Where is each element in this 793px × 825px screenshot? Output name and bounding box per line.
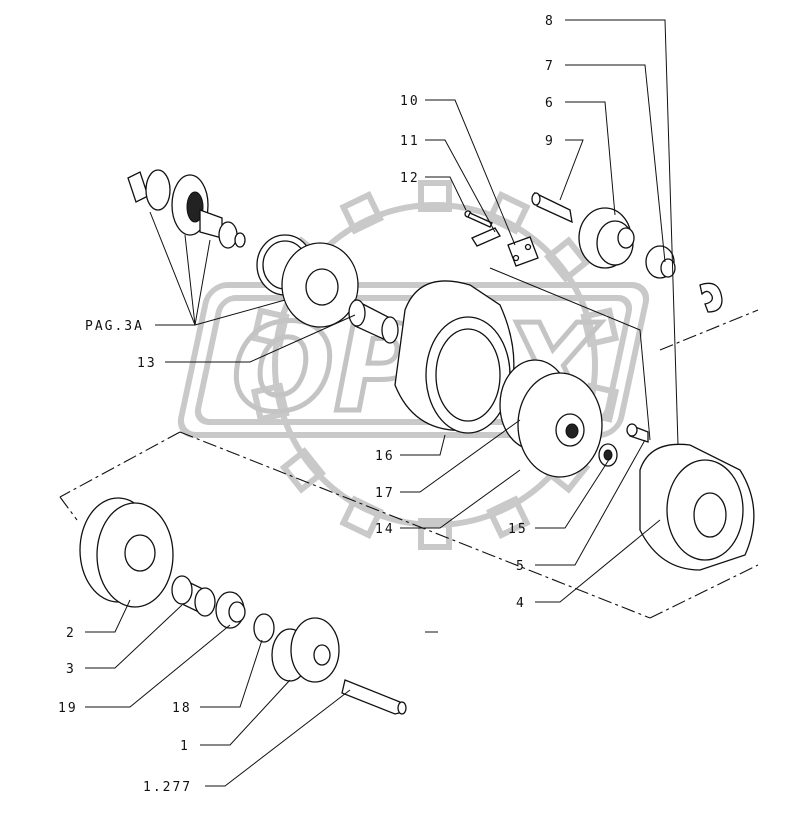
clip-part-8: [699, 282, 723, 313]
label-11: 11: [400, 134, 420, 149]
watermark-gear-tooth: [250, 307, 290, 348]
part-labels: 8 7 6 9 10 11 12 PAG.3A 13 16 17 14 15 5…: [58, 14, 555, 795]
label-8: 8: [545, 14, 555, 29]
watermark-gear-tooth: [486, 495, 531, 540]
watermark-gear-tooth: [580, 307, 620, 348]
label-10: 10: [400, 94, 420, 109]
label-1277: 1.277: [143, 780, 192, 795]
pinion-part-7: [645, 245, 676, 279]
pinion-shaft-assembly: [127, 169, 246, 249]
label-15: 15: [508, 522, 528, 537]
ring-gear-part-16: [394, 280, 515, 434]
assembly-boundary: [59, 309, 759, 619]
sleeve-part-13: [348, 298, 399, 344]
bushing-part-3: [171, 575, 216, 617]
gear-part-1: [271, 617, 340, 683]
label-1: 1: [180, 739, 190, 754]
washer-part-15: [598, 443, 618, 467]
bearing-part-19: [215, 591, 246, 629]
bolt-part-5: [626, 423, 649, 443]
plate-part-10: [507, 236, 539, 267]
planet-carrier-part-14: [499, 359, 603, 478]
label-9: 9: [545, 134, 555, 149]
ring-part-18: [253, 613, 275, 643]
label-7: 7: [545, 59, 555, 74]
label-14: 14: [375, 522, 395, 537]
watermark-gear-tooth: [418, 180, 452, 212]
watermark-gear-tooth: [279, 447, 326, 494]
pin-part-9: [531, 191, 573, 224]
label-13: 13: [137, 356, 157, 371]
label-5: 5: [516, 559, 526, 574]
label-12: 12: [400, 171, 420, 186]
label-6: 6: [545, 96, 555, 111]
watermark-gear-tooth: [339, 190, 384, 235]
label-pag-3a: PAG.3A: [85, 319, 144, 334]
label-4: 4: [516, 596, 526, 611]
label-19: 19: [58, 701, 78, 716]
label-3: 3: [66, 662, 76, 677]
housing-part-4: [639, 443, 755, 571]
gear-part-2: [79, 497, 174, 608]
shaft-part-1277: [341, 679, 407, 715]
gear-part-6: [578, 207, 635, 269]
leader-lines: [85, 19, 679, 787]
watermark-gear-tooth: [544, 236, 591, 283]
label-17: 17: [375, 486, 395, 501]
label-16: 16: [375, 449, 395, 464]
watermark-gear-tooth: [486, 190, 531, 235]
lock-plate-part-11: [471, 227, 501, 247]
watermark-gear-tooth: [250, 382, 290, 423]
watermark-gear-tooth: [418, 518, 452, 550]
screw-part-12: [464, 210, 493, 228]
label-2: 2: [66, 626, 76, 641]
label-18: 18: [172, 701, 192, 716]
flange-disc: [281, 242, 359, 328]
